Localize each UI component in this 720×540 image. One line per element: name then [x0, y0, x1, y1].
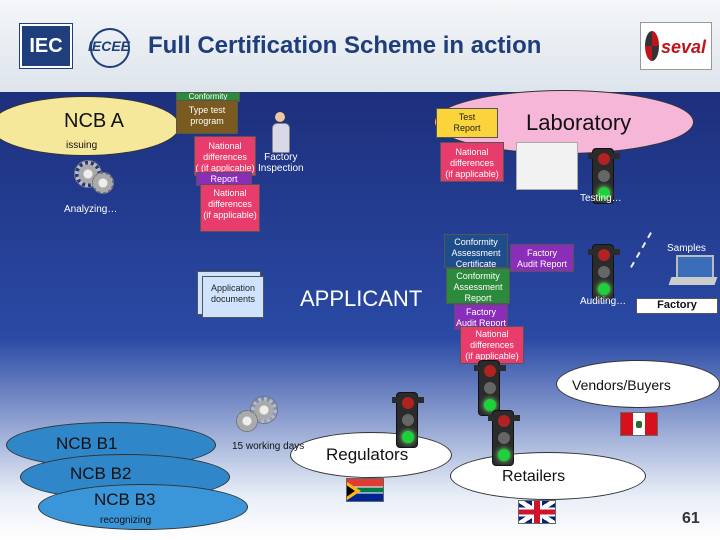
working-days-label: 15 working days — [232, 441, 305, 452]
lab-equipment-image — [516, 142, 578, 190]
national-differences-doc: National differences (if applicable) — [460, 326, 524, 364]
ncb-b3-ellipse — [38, 484, 248, 530]
conformity-certificate-doc: Conformity Assessment Certificate — [444, 234, 508, 268]
iec-logo: IEC — [19, 23, 73, 69]
page-number: 61 — [682, 510, 700, 527]
ncb-b3-label: NCB B3 — [94, 490, 156, 509]
national-differences-doc: National differences ( (if applicable) — [194, 136, 256, 176]
factory-audit-report-doc: Factory Audit Report — [510, 244, 574, 272]
analyzing-label: Analyzing… — [64, 204, 118, 215]
vendors-buyers-label: Vendors/Buyers — [572, 377, 671, 393]
traffic-light-icon — [588, 244, 620, 300]
auditing-label: Auditing… — [580, 296, 627, 307]
regulators-label: Regulators — [326, 445, 409, 464]
page-title: Full Certification Scheme in action — [148, 32, 542, 59]
regulators-ellipse — [290, 432, 452, 478]
factory-box: Factory — [636, 298, 718, 314]
traffic-light-icon — [392, 392, 424, 448]
type-test-program-doc: Type test program — [176, 100, 238, 134]
iecee-logo: IECEE — [84, 26, 134, 68]
testing-label: Testing… — [580, 193, 622, 204]
factory-audit-report-doc: Factory Audit Report — [454, 304, 508, 330]
recognizing-label: recognizing — [100, 515, 152, 526]
seval-logo-text: seval — [661, 37, 707, 57]
conformity-report-doc: Conformity Assessment Report — [446, 268, 510, 304]
laboratory-label: Laboratory — [526, 110, 632, 135]
traffic-light-icon — [474, 360, 506, 416]
national-differences-doc: National differences (if applicable) — [200, 184, 260, 232]
flag-uk-icon — [518, 500, 556, 524]
gear-icon — [236, 410, 258, 432]
retailers-label: Retailers — [502, 468, 566, 485]
laptop-icon — [670, 255, 716, 289]
ncb-a-ellipse — [0, 96, 180, 156]
flag-south-africa-icon — [346, 478, 384, 502]
seval-logo: seval — [640, 22, 712, 70]
gear-icon — [92, 172, 114, 194]
ncb-a-label: NCB A — [64, 110, 125, 132]
person-icon — [270, 112, 290, 154]
retailers-ellipse — [450, 452, 646, 500]
ncb-b2-label: NCB B2 — [70, 464, 132, 483]
application-documents-doc: Application documents — [202, 276, 264, 318]
traffic-light-icon — [588, 148, 620, 204]
ncb-b1-label: NCB B1 — [56, 434, 118, 453]
national-differences-doc: National differences (if applicable) — [440, 142, 504, 182]
flag-peru-icon — [620, 412, 658, 436]
issuing-label: issuing — [66, 140, 98, 151]
samples-label: Samples — [667, 243, 706, 254]
factory-inspection-label: Factory Inspection — [258, 152, 304, 174]
header-bar: IEC IECEE Full Certification Scheme in a… — [0, 0, 720, 92]
applicant-label: APPLICANT — [300, 286, 423, 311]
test-report-doc: Test Report — [436, 108, 498, 138]
traffic-light-icon — [488, 410, 520, 466]
vendors-ellipse — [556, 360, 720, 408]
